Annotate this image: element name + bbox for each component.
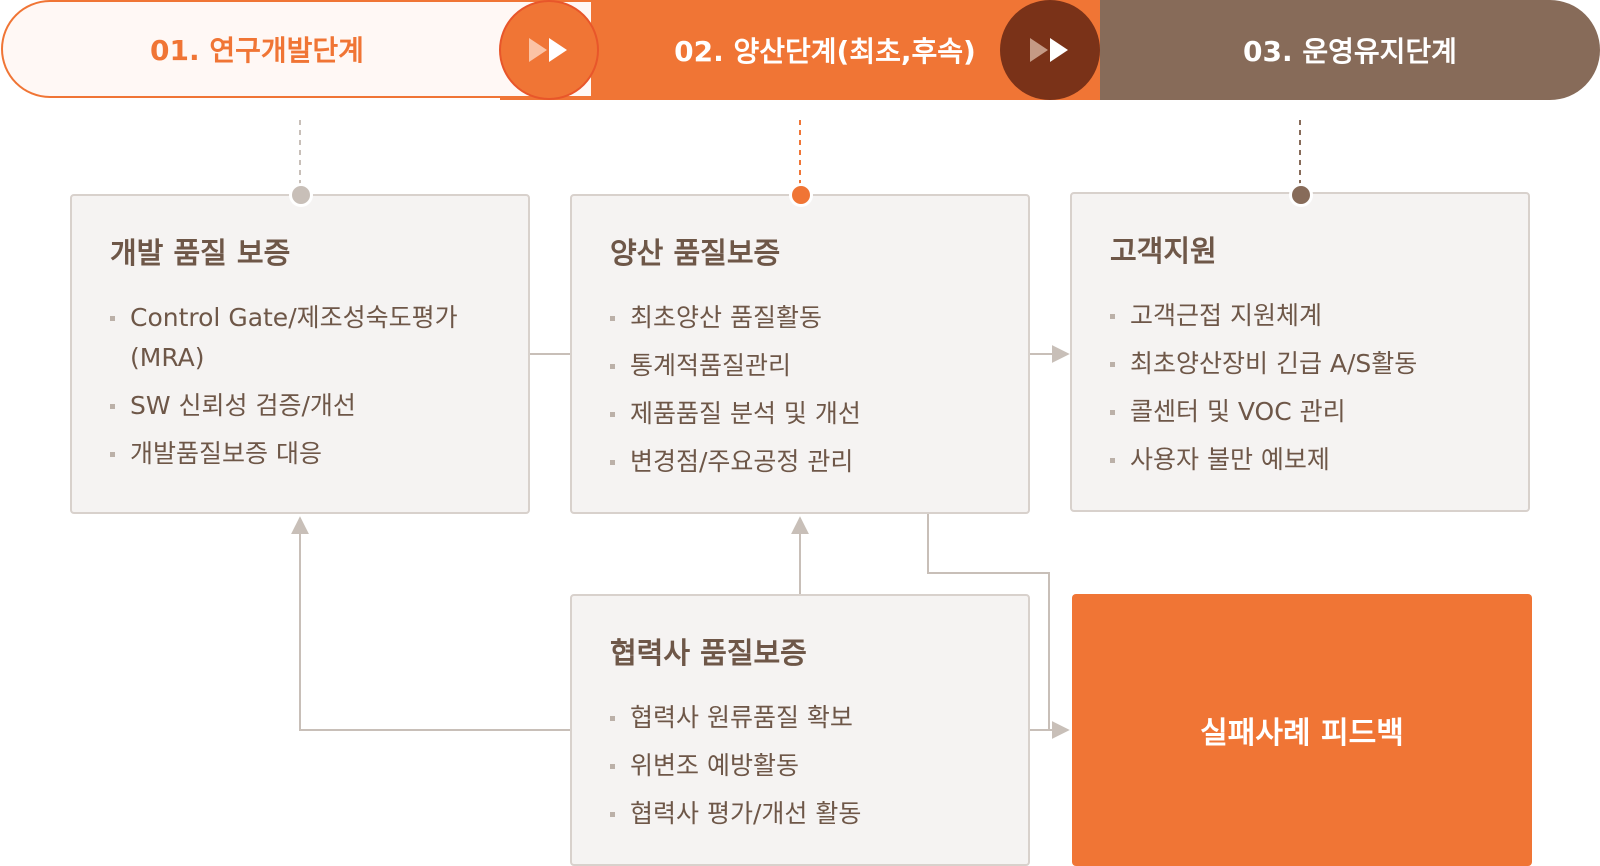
list-item: 위변조 예방활동 [610, 746, 990, 786]
box-title: 협력사 품질보증 [610, 636, 807, 670]
connector-dot-mass [789, 183, 813, 207]
list-item: 통계적품질관리 [610, 346, 990, 386]
phase-1-research-dev: 01. 연구개발단계 [1, 0, 591, 98]
box-title: 개발 품질 보증 [110, 236, 291, 270]
list-item: 고객근접 지원체계 [1110, 296, 1490, 336]
phase-3-operation: 03. 운영유지단계 [1000, 0, 1600, 100]
list-item: 최초양산 품질활동 [610, 298, 990, 338]
connector-dot-customer [1289, 183, 1313, 207]
list-item: 사용자 불만 예보제 [1110, 440, 1490, 480]
box-dev-quality: 개발 품질 보증 Control Gate/제조성숙도평가 (MRA) SW 신… [70, 194, 530, 514]
item-list: 협력사 원류품질 확보 위변조 예방활동 협력사 평가/개선 활동 [610, 698, 990, 834]
item-list: Control Gate/제조성숙도평가 (MRA) SW 신뢰성 검증/개선 … [110, 298, 490, 474]
phase-3-label: 03. 운영유지단계 [1243, 35, 1457, 68]
connector-dot-dev [289, 183, 313, 207]
box-customer-support: 고객지원 고객근접 지원체계 최초양산장비 긴급 A/S활동 콜센터 및 VOC… [1070, 192, 1530, 512]
list-item: Control Gate/제조성숙도평가 (MRA) [110, 298, 490, 378]
phase-2-mass-production: 02. 양산단계(최초,후속) [500, 0, 1100, 100]
phase-2-label: 02. 양산단계(최초,후속) [674, 35, 976, 68]
box-partner-quality: 협력사 품질보증 협력사 원류품질 확보 위변조 예방활동 협력사 평가/개선 … [570, 594, 1030, 866]
list-item: SW 신뢰성 검증/개선 [110, 386, 490, 426]
item-list: 고객근접 지원체계 최초양산장비 긴급 A/S활동 콜센터 및 VOC 관리 사… [1110, 296, 1490, 480]
double-arrow-icon [499, 0, 599, 100]
list-item: 협력사 원류품질 확보 [610, 698, 990, 738]
list-item: 콜센터 및 VOC 관리 [1110, 392, 1490, 432]
arrow-partner-to-dev [291, 516, 570, 731]
phase-1-label: 01. 연구개발단계 [150, 34, 364, 67]
phase-bar: 01. 연구개발단계 02. 양산단계(최초,후속) 03. 운영유지단계 [0, 0, 1600, 100]
list-item: 협력사 평가/개선 활동 [610, 794, 990, 834]
item-list: 최초양산 품질활동 통계적품질관리 제품품질 분석 및 개선 변경점/주요공정 … [610, 298, 990, 482]
list-item: 변경점/주요공정 관리 [610, 442, 990, 482]
box-failure-feedback: 실패사례 피드백 [1072, 594, 1532, 866]
list-item: 제품품질 분석 및 개선 [610, 394, 990, 434]
double-arrow-icon [1000, 0, 1100, 100]
list-item: 개발품질보증 대응 [110, 434, 490, 474]
list-item: 최초양산장비 긴급 A/S활동 [1110, 344, 1490, 384]
box-title: 고객지원 [1110, 234, 1217, 268]
feedback-label: 실패사례 피드백 [1200, 716, 1404, 751]
box-title: 양산 품질보증 [610, 236, 781, 270]
line-mass-to-feedback [927, 514, 1050, 730]
box-mass-quality: 양산 품질보증 최초양산 품질활동 통계적품질관리 제품품질 분석 및 개선 변… [570, 194, 1030, 514]
